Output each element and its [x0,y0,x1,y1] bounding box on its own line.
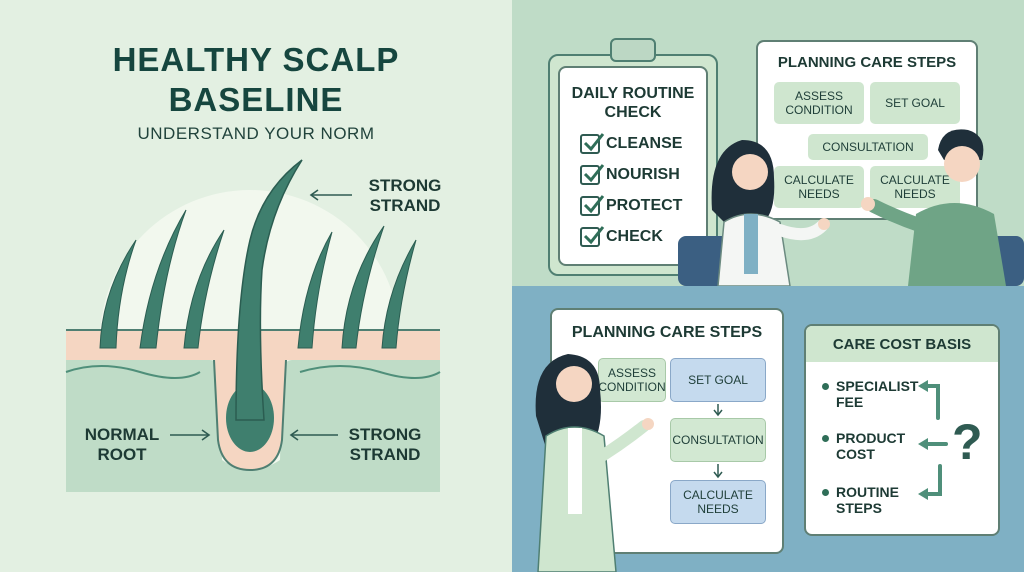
label-normal-root: NORMAL ROOT [72,425,172,465]
checklist-title-line1: DAILY ROUTINE [571,85,695,102]
wavy-line-2 [299,365,441,379]
dermis-layer [66,360,440,492]
check-icon [580,226,605,247]
planning-board: PLANNING CARE STEPS ASSESS CONDITION SET… [756,40,978,220]
cost-arrows [918,380,948,500]
board-chip-set-goal: SET GOAL [870,82,960,124]
label-strong-top-line2: STRAND [369,196,441,215]
label-strong-strand-bottom: STRONG STRAND [340,425,430,465]
cost-title-band [806,326,998,362]
man-hand [861,197,875,211]
consultation-panel: DAILY ROUTINE CHECK CLEANSE NOURISH PROT… [512,0,1024,286]
flow-chip-calc: CALCULATE NEEDS [670,480,766,524]
panel-title-line1: HEALTHY SCALP [112,41,400,78]
check-icon [580,164,605,185]
strand-6 [381,239,417,349]
board-chip-calc-1: CALCULATE NEEDS [774,166,864,208]
check-icon [580,133,605,154]
cost-title: CARE COST BASIS [832,336,972,353]
presenter-shirt [568,428,582,514]
checklist-card: DAILY ROUTINE CHECK CLEANSE NOURISH PROT… [558,66,708,266]
label-root-line1: NORMAL [84,425,160,444]
board-chip-assess: ASSESS CONDITION [774,82,864,124]
board-chip-calc-2: CALCULATE NEEDS [870,166,960,208]
strand-4 [297,231,333,349]
checklist-title-line2: CHECK [604,104,662,121]
bullet-dot [822,383,829,390]
check-icon [580,195,605,216]
strand-2 [139,209,187,349]
scalp-diagram [65,159,441,492]
woman-arm [774,220,828,241]
checklist-item-label: NOURISH [606,166,680,183]
flow-title: PLANNING CARE STEPS [571,324,763,341]
strand-3 [183,229,225,349]
arrow-strong-bottom [289,429,338,441]
panel-subtitle: UNDERSTAND YOUR NORM [137,124,375,143]
man-arm [867,199,929,233]
label-root-line2: ROOT [97,445,147,464]
man-face [944,146,980,182]
label-strong-bottom-line2: STRAND [349,445,421,464]
consultation-people [678,129,1024,286]
presenter-arm [596,420,650,462]
presenter [535,354,654,572]
checklist-title: DAILY ROUTINE CHECK [560,84,706,122]
care-planning-panel: PLANNING CARE STEPS ASSESS CONDITION SET… [512,286,1024,572]
checklist-item-nourish[interactable]: NOURISH [580,164,680,185]
checklist-item-label: CLEANSE [606,135,683,152]
arrow-root [170,429,211,441]
question-mark-icon: ? [952,414,983,470]
presenter-hand [642,418,654,430]
checklist-item-label: PROTECT [606,197,683,214]
bullet-dot [822,435,829,442]
clipboard-clip [610,38,656,62]
checklist-item-protect[interactable]: PROTECT [580,195,683,216]
presenter-face [556,366,592,402]
label-strong-top-line1: STRONG [368,176,442,195]
man-shirt [908,203,1006,286]
flow-chip-consultation: CONSULTATION [670,418,766,462]
cost-card: CARE COST BASIS SPECIALIST FEE PRODUCT C… [804,324,1000,536]
woman-shirt [744,214,758,274]
strand-1 [99,239,137,349]
scalp-baseline-panel: HEALTHY SCALP BASELINE UNDERSTAND YOUR N… [65,41,450,492]
wavy-line-1 [65,365,201,379]
board-title: PLANNING CARE STEPS [777,54,957,71]
cost-item-label: PRODUCT COST [836,430,906,462]
cost-item-label: SPECIALIST FEE [836,378,919,410]
woman-face [732,154,768,190]
checklist-item-label: CHECK [606,228,663,245]
flow-chip-assess: ASSESS CONDITION [598,358,666,402]
woman-hand [818,218,830,230]
label-strong-strand-top: STRONG STRAND [360,176,450,216]
arrow-strong-top [309,189,352,201]
label-strong-bottom-line1: STRONG [348,425,422,444]
board-chip-consultation: CONSULTATION [808,134,928,160]
checklist-item-cleanse[interactable]: CLEANSE [580,133,683,154]
bullet-dot [822,489,829,496]
cost-item-label: ROUTINE STEPS [836,484,899,516]
strand-5 [341,225,385,349]
flow-arrows [713,404,723,479]
checklist-item-check[interactable]: CHECK [580,226,663,247]
panel-title-line2: BASELINE [168,81,344,118]
flow-chip-set-goal: SET GOAL [670,358,766,402]
main-strand [235,159,303,421]
